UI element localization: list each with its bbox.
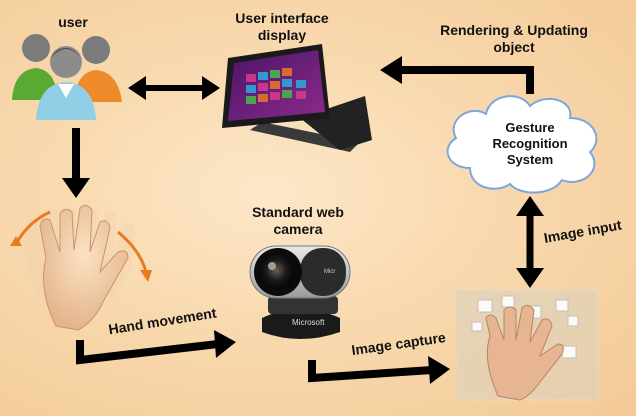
hand-touch-icon — [456, 290, 598, 400]
image-capture-arrow — [312, 356, 450, 384]
rendering-label: Rendering & Updating object — [424, 22, 604, 56]
webcam-icon: Microsoft Micr — [250, 246, 350, 339]
users-laptop-double-arrow — [128, 76, 220, 100]
rendering-arrow — [380, 56, 530, 94]
webcam-brand-text: Microsoft — [292, 318, 325, 327]
user-to-hand-arrow — [62, 128, 90, 198]
gesture-system-label: Gesture Recognition System — [470, 120, 590, 168]
standard-camera-label: Standard web camera — [240, 204, 356, 238]
user-label: user — [48, 14, 98, 31]
waving-hand-icon — [10, 205, 152, 330]
tablet-laptop-icon — [222, 44, 372, 152]
users-group-icon — [12, 34, 122, 120]
svg-text:Micr: Micr — [324, 269, 335, 275]
ui-display-label: User interface display — [228, 10, 336, 44]
